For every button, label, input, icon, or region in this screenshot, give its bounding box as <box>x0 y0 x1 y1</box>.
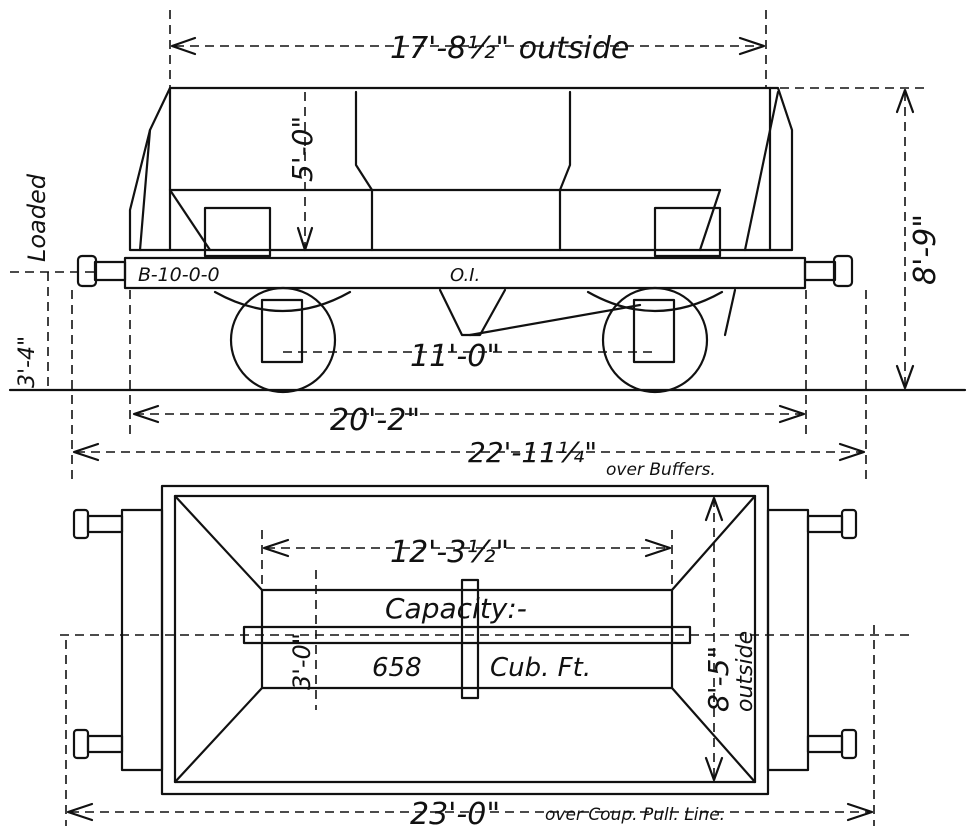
plan-headstock-right <box>766 508 810 772</box>
brake-vee <box>438 288 507 337</box>
plan-body-outer <box>160 484 770 796</box>
label-solebar-number: B-10-0-0 <box>138 264 220 286</box>
label-capacity-unit: Cub. Ft. <box>490 653 591 683</box>
label-door-span: 12'-3½" <box>390 535 509 570</box>
arrow-door-right <box>644 538 672 558</box>
arrow-buffers-left <box>72 442 100 462</box>
axlebox-left <box>260 298 304 364</box>
label-width-outside: 8'-5" <box>702 646 735 712</box>
end-brace-left <box>138 128 152 252</box>
plan-buffer-head-br <box>840 728 858 760</box>
arrow-buffers-right <box>838 442 866 462</box>
label-length-outside: 17'-8½" outside <box>390 31 629 66</box>
plan-buffer-head-tl <box>72 508 90 540</box>
label-loaded: Loaded <box>23 173 51 262</box>
arrow-height-down <box>895 364 915 390</box>
label-length-coupling: 23'-0" <box>410 797 500 828</box>
spring-left <box>213 290 352 312</box>
arrow-coup-left <box>66 802 94 822</box>
arrow-coup-right <box>846 802 874 822</box>
plan-view: 12'-3½" Capacity:- 658 Cub. Ft. 3'-0" 8'… <box>60 484 910 828</box>
door-frame-left <box>203 206 272 258</box>
plan-slope-bl <box>173 686 264 784</box>
arrow-width-up <box>704 496 724 522</box>
arrow-frame-left <box>132 404 160 424</box>
brake-rod <box>468 303 642 337</box>
label-capacity: Capacity:- <box>385 592 527 625</box>
label-wheelbase: 11'-0" <box>410 339 500 374</box>
buffer-head-left <box>76 254 98 288</box>
plan-buffer-head-tr <box>840 508 858 540</box>
label-length-frame: 20'-2" <box>330 403 420 438</box>
arrow-door-left <box>262 538 290 558</box>
axlebox-right <box>632 298 676 364</box>
plan-body-inner <box>173 494 757 784</box>
stanchion-1 <box>354 90 374 252</box>
slope-left <box>168 188 212 252</box>
brake-lever <box>723 288 737 337</box>
hopper-body <box>128 86 794 252</box>
label-capacity-value: 658 <box>372 653 422 683</box>
buffer-stock-left <box>93 260 127 282</box>
label-buffers-note: over Buffers. <box>606 460 716 480</box>
arrow-width-down <box>704 756 724 782</box>
plan-slope-br <box>670 686 757 784</box>
side-elevation: 17'-8½" outside 5'-0" 8'-9" Loaded 3'-4"… <box>8 10 967 480</box>
plan-buffer-br <box>806 734 844 754</box>
label-buffer-height: 3'-4" <box>15 336 40 388</box>
plan-buffer-bl <box>86 734 124 754</box>
plan-centre-bar <box>460 578 480 700</box>
plan-headstock-left <box>120 508 164 772</box>
spring-right <box>586 290 724 312</box>
label-width-outside-note: outside <box>733 631 758 712</box>
plan-door-opening <box>260 588 674 690</box>
wheel-right <box>601 286 709 394</box>
door-frame-right <box>653 206 722 258</box>
label-solebar-mark: O.I. <box>450 265 480 286</box>
plan-buffer-tl <box>86 514 124 534</box>
arrow-inner-down <box>296 226 314 252</box>
plan-buffer-tr <box>806 514 844 534</box>
label-coupling-note: over Coup. Pull. Line. <box>545 805 725 825</box>
buffer-stock-right <box>803 260 837 282</box>
label-height-inner: 5'-0" <box>286 116 319 182</box>
label-length-buffers: 22'-11¼" <box>468 436 597 469</box>
label-door-width: 3'-0" <box>288 633 316 690</box>
stanchion-2 <box>558 90 572 252</box>
arrow-top-left <box>170 36 197 56</box>
plan-buffer-head-bl <box>72 728 90 760</box>
buffer-head-right <box>832 254 854 288</box>
arrow-top-right <box>738 36 766 56</box>
arrow-height-up <box>895 88 915 114</box>
end-brace-right <box>743 90 780 252</box>
slope-right <box>698 188 722 252</box>
wheel-left <box>229 286 337 394</box>
arrow-frame-right <box>778 404 806 424</box>
label-height-total: 8'-9" <box>908 214 943 285</box>
plan-slope-tl <box>173 494 264 592</box>
